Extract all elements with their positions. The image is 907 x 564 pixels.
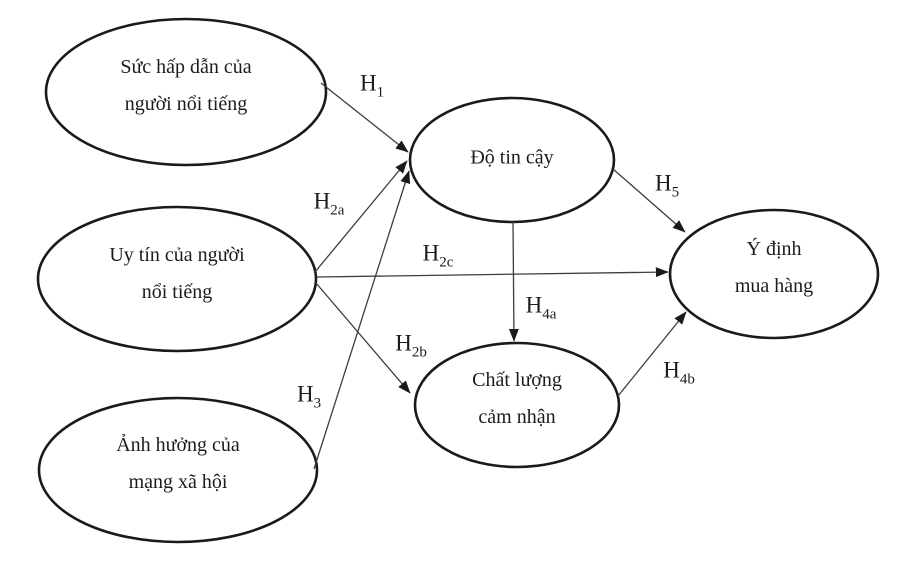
edge-h1-arrow — [320, 82, 409, 153]
node-perceived-quality-ellipse — [413, 341, 621, 469]
edge-h2b-arrow — [315, 282, 411, 394]
edge-h4b-arrow — [617, 311, 687, 397]
node-purchase-intention-ellipse — [668, 208, 880, 340]
node-credibility-ellipse — [36, 205, 318, 353]
edge-h2c-arrow — [316, 267, 669, 278]
node-social-influence-ellipse — [37, 396, 319, 544]
edge-h4a-arrow — [508, 221, 519, 342]
edge-h3-arrow — [313, 170, 411, 470]
edge-h5-arrow — [612, 168, 686, 233]
node-trust-ellipse — [408, 96, 616, 224]
edge-h2a-arrow — [314, 160, 408, 273]
node-attractiveness-ellipse — [44, 17, 328, 167]
